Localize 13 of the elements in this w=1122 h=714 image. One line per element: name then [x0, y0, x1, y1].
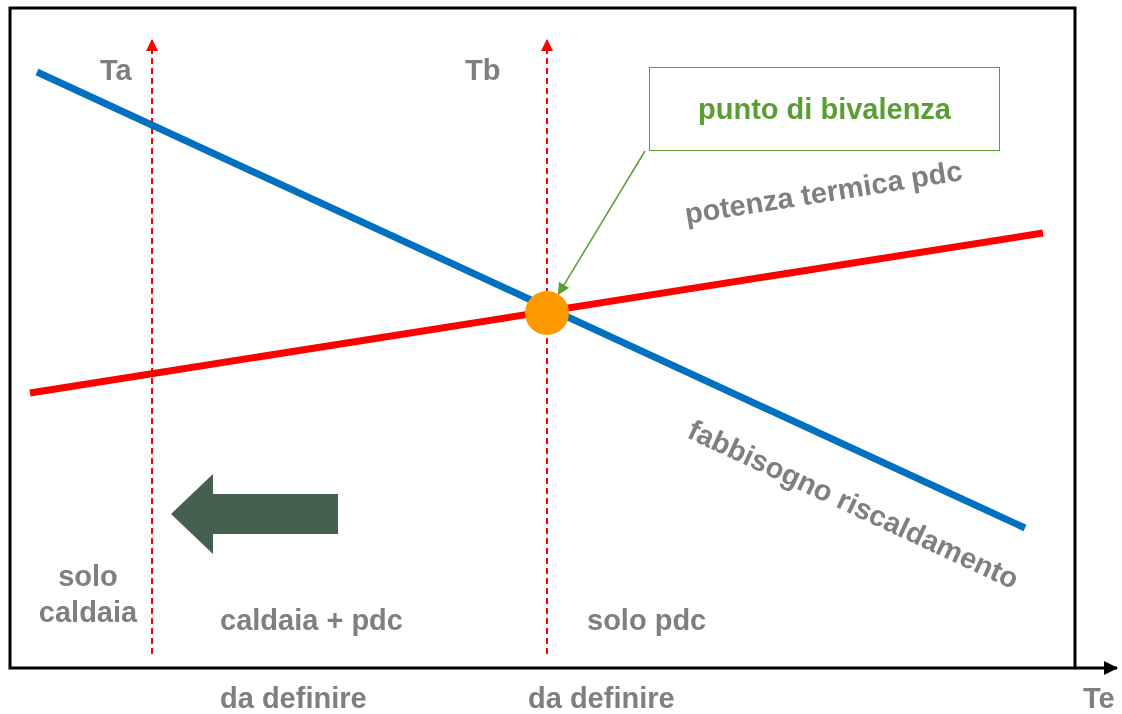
zone-label: solo caldaia: [37, 559, 139, 630]
zone-label: solo pdc: [587, 603, 707, 638]
line-label: potenza termica pdc: [682, 153, 965, 232]
axis-label: Te: [1083, 681, 1115, 714]
callout-text: punto di bivalenza: [698, 92, 951, 126]
axis-note: da definire: [220, 681, 367, 714]
leader-arrow: [557, 150, 646, 296]
intersection-circle: [525, 291, 569, 335]
temperature-label: Ta: [100, 53, 132, 88]
temperature-label: Tb: [465, 53, 501, 88]
callout-box: [649, 67, 1000, 151]
axis-note: da definire: [528, 681, 675, 714]
zone-label: caldaia + pdc: [220, 603, 403, 638]
